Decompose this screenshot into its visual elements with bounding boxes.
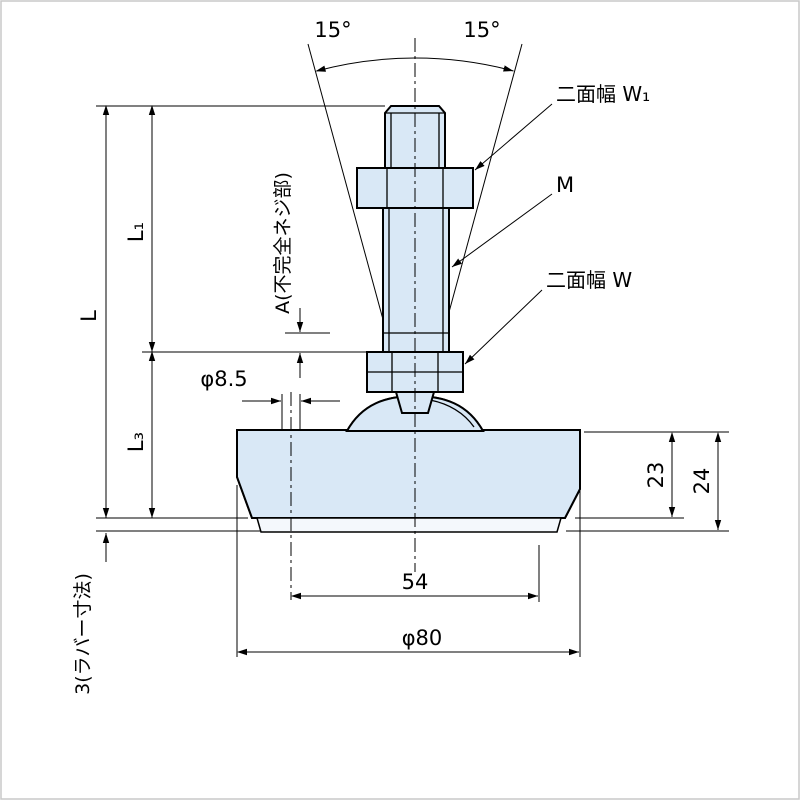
callout-w-label: 二面幅 W bbox=[546, 268, 632, 292]
dim-23-label: 23 bbox=[644, 462, 668, 489]
dimension-lines bbox=[102, 105, 722, 656]
dim-rubber-label: 3(ラバー寸法) bbox=[72, 573, 94, 695]
angle-left-label: 15° bbox=[314, 18, 351, 42]
dim-80-label: φ80 bbox=[402, 626, 443, 650]
leader-lines bbox=[451, 103, 553, 365]
dim-L3-label: L₃ bbox=[124, 432, 148, 452]
dim-L-label: L bbox=[77, 310, 101, 322]
angle-right-label: 15° bbox=[463, 18, 500, 42]
rubber-pad bbox=[256, 517, 562, 533]
dim-A-label: A(不完全ネジ部) bbox=[272, 172, 294, 314]
dim-hole-dia-label: φ8.5 bbox=[200, 367, 247, 391]
leader-w1 bbox=[474, 103, 553, 171]
base-body bbox=[236, 429, 581, 519]
extension-lines bbox=[96, 105, 729, 657]
callout-m-label: M bbox=[556, 173, 574, 197]
leader-w bbox=[464, 289, 543, 365]
dim-24-label: 24 bbox=[690, 468, 714, 495]
callout-w1-label: 二面幅 W₁ bbox=[556, 82, 650, 106]
stud-body bbox=[382, 207, 450, 353]
dim-L1-label: L₁ bbox=[124, 222, 148, 242]
leader-m bbox=[451, 193, 553, 268]
dim-54-label: 54 bbox=[402, 570, 429, 594]
